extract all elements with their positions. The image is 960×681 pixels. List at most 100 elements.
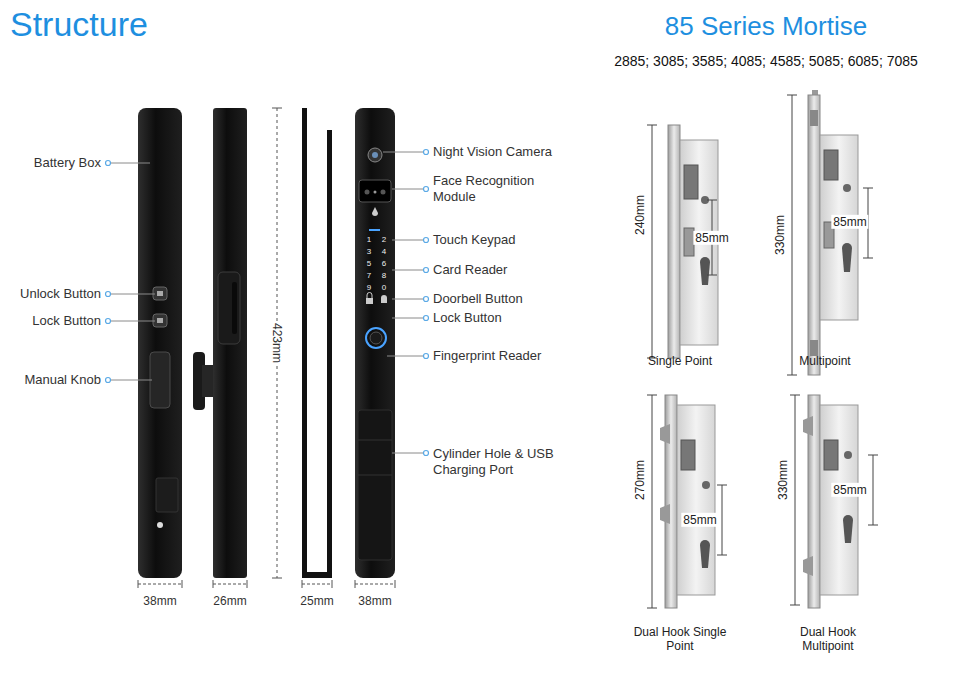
mortise-dual-hook-multipoint <box>803 556 813 576</box>
lock-front-view <box>372 207 378 216</box>
lock-back-view <box>157 291 163 296</box>
leader-lines <box>383 152 423 153</box>
leader-lines <box>392 318 423 319</box>
mortise-caption: Single Point <box>648 354 712 368</box>
mortise-dual-hook-single-point <box>660 424 670 444</box>
keypad-digit: 1 <box>367 235 371 245</box>
part-name: Battery Box <box>34 155 101 171</box>
keypad-digit: 8 <box>382 271 386 281</box>
mortise-dimension-lines <box>868 525 878 526</box>
lock-back-view <box>138 108 182 578</box>
leader-lines <box>392 240 423 241</box>
lock-front-view <box>369 229 380 231</box>
mortise-dimension-lines <box>717 485 727 486</box>
lock-front-view <box>358 440 392 441</box>
dimension-lines <box>182 580 183 588</box>
lock-front-view <box>370 332 382 344</box>
mortise-dimension-lines <box>652 395 653 608</box>
lock-back-view <box>156 478 178 512</box>
mortise-single-point <box>684 165 698 199</box>
part-name: Fingerprint Reader <box>433 348 541 364</box>
mortise-dimension-lines <box>863 258 873 259</box>
part-name: Card Reader <box>433 262 507 278</box>
lock-front-view <box>366 298 373 304</box>
lock-front-view <box>366 328 386 348</box>
mortise-dual-hook-single-point <box>660 504 670 524</box>
mortise-caption: Multipoint <box>799 354 850 368</box>
mortise-single-point <box>668 125 680 358</box>
mortise-dual-hook-multipoint <box>844 451 852 459</box>
lock-front-view <box>381 190 386 195</box>
dimension-lines <box>332 580 333 588</box>
dimension-lines <box>213 580 214 588</box>
lock-front-view <box>368 148 382 162</box>
mortise-dual-hook-single-point <box>700 540 710 568</box>
lock-front-view <box>355 108 395 578</box>
mortise-multipoint <box>810 340 818 356</box>
leader-dots <box>106 161 111 166</box>
dimension-lines <box>138 108 395 588</box>
leader-lines <box>392 270 423 271</box>
leader-lines <box>392 453 423 454</box>
leader-lines <box>387 356 423 357</box>
part-name: Cylinder Hole & USB Charging Port <box>433 446 563 477</box>
lock-front-view <box>367 293 372 299</box>
lock-back-view <box>150 352 170 408</box>
mortise-dimension-lines <box>647 95 878 608</box>
mortise-dimension-lines <box>873 455 874 525</box>
mortise-dual-hook-multipoint <box>824 440 838 470</box>
dimension-lines <box>272 578 282 579</box>
leader-dots <box>106 292 111 297</box>
dimension-lines <box>355 584 395 585</box>
mortise-single-point <box>700 257 710 285</box>
mortise-dimension-lines <box>647 608 657 609</box>
dimension-label: 85mm <box>831 215 868 229</box>
lock-front-view <box>374 191 377 194</box>
leader-dots <box>424 150 429 155</box>
leader-dots <box>424 187 429 192</box>
leader-dots <box>106 378 111 383</box>
mortise-dual-hook-single-point <box>681 440 695 470</box>
leader-dots <box>424 354 429 359</box>
lock-thin-side-view <box>302 108 332 578</box>
mortise-multipoint <box>843 184 851 192</box>
mortise-dimension-lines <box>787 375 797 376</box>
mortise-dimension-lines <box>647 125 657 126</box>
keypad-digit: 7 <box>367 271 371 281</box>
keypad-digit: 2 <box>382 235 386 245</box>
mortise-dual-hook-single-point <box>677 405 715 595</box>
leader-dots <box>424 451 429 456</box>
keypad-digit: 6 <box>382 259 386 269</box>
leader-dots <box>424 297 429 302</box>
dimension-lines <box>138 584 182 585</box>
dimension-label: 38mm <box>358 594 391 608</box>
dimension-label: 38mm <box>143 594 176 608</box>
mortise-caption: Dual Hook Multipoint <box>781 625 876 654</box>
mortise-dual-hook-multipoint <box>803 416 813 436</box>
leader-lines <box>111 321 155 322</box>
mortise-dimension-lines <box>790 605 800 606</box>
lock-side-view <box>213 108 247 578</box>
keypad-digit: 0 <box>382 283 386 293</box>
dimension-lines <box>355 580 356 588</box>
mortise-multipoint <box>842 243 852 272</box>
keypad-digit: 9 <box>367 283 371 293</box>
leader-lines <box>111 163 150 164</box>
dimension-lines <box>302 580 303 588</box>
mortise-dual-hook-single-point <box>660 395 715 608</box>
leader-lines <box>111 294 155 295</box>
mortise-dimension-lines <box>722 485 723 555</box>
dimension-lines <box>213 584 247 585</box>
mortise-dimension-lines <box>652 125 653 358</box>
leader-lines <box>111 152 423 453</box>
manual-knob-side <box>193 352 215 410</box>
mortise-dual-hook-multipoint <box>843 515 853 543</box>
mortise-dimension-lines <box>790 395 800 396</box>
dimension-label: 270mm <box>633 460 647 500</box>
page-title: Structure <box>10 4 148 45</box>
leader-lines <box>111 380 152 381</box>
lock-side-view <box>218 272 240 344</box>
dimension-label: 330mm <box>773 215 787 255</box>
dimension-label: 26mm <box>213 594 246 608</box>
